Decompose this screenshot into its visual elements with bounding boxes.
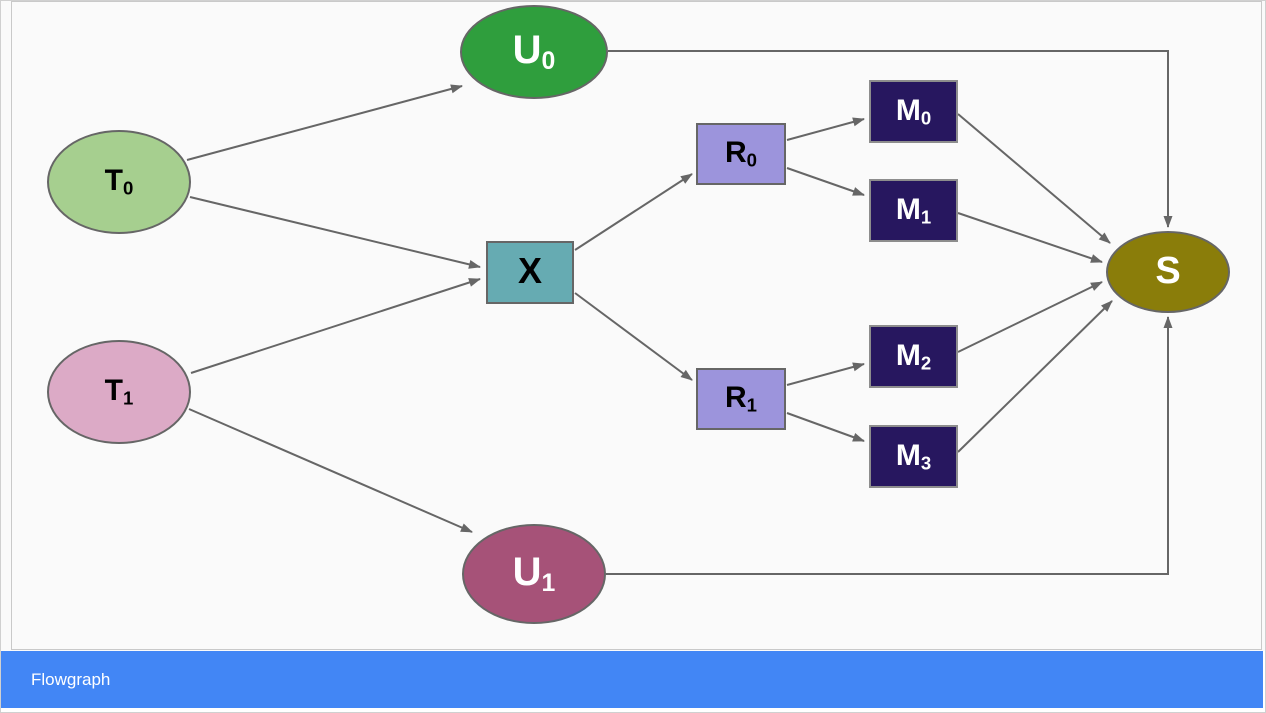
node-M3: M3 xyxy=(869,425,958,488)
node-M1-sub: 1 xyxy=(920,206,932,228)
node-S-label: S xyxy=(1155,250,1180,295)
node-M1-label: M1 xyxy=(896,193,931,229)
node-T1-sub: 1 xyxy=(122,387,134,409)
node-S-base: S xyxy=(1155,249,1181,292)
edge-X-R1 xyxy=(574,292,693,381)
node-M2-label: M2 xyxy=(896,339,931,375)
node-M3-base: M xyxy=(895,438,921,472)
node-M2-base: M xyxy=(895,338,921,372)
edge-R1-M2 xyxy=(786,362,865,386)
node-R0-label: R0 xyxy=(725,136,757,172)
edge-U1-S xyxy=(606,316,1173,575)
node-R1-base: R xyxy=(724,381,747,415)
edge-T0-U0 xyxy=(186,84,463,161)
node-S: S xyxy=(1106,231,1230,313)
edge-R0-M0 xyxy=(786,117,865,141)
node-U0-base: U xyxy=(512,27,542,72)
footer-bar[interactable]: Flowgraph xyxy=(1,651,1263,708)
node-T0-label: T0 xyxy=(105,164,134,200)
node-U0-sub: 0 xyxy=(541,48,556,76)
edge-M1-S xyxy=(957,212,1103,263)
node-U1: U1 xyxy=(462,524,606,624)
node-T1-base: T xyxy=(104,374,123,408)
node-M0-sub: 0 xyxy=(920,107,932,129)
node-M3-sub: 3 xyxy=(920,452,932,474)
node-R1: R1 xyxy=(696,368,786,430)
node-M0-base: M xyxy=(895,93,921,127)
node-T1-label: T1 xyxy=(105,374,134,410)
diagram-canvas: T0 T1 U0 U1 X R0 R1 M0 M1 M2 M3 xyxy=(1,1,1265,651)
node-T1: T1 xyxy=(47,340,191,444)
node-U1-label: U1 xyxy=(513,550,556,598)
node-R1-label: R1 xyxy=(725,381,757,417)
node-R0: R0 xyxy=(696,123,786,185)
bottom-strip xyxy=(1,708,1265,712)
node-M0: M0 xyxy=(869,80,958,143)
node-U0: U0 xyxy=(460,5,608,99)
edge-R0-M1 xyxy=(786,167,865,196)
node-R1-sub: 1 xyxy=(746,394,757,416)
node-M0-label: M0 xyxy=(896,94,931,130)
edge-U0-S xyxy=(608,50,1173,228)
edge-M0-S xyxy=(957,113,1111,244)
node-R0-sub: 0 xyxy=(746,149,757,171)
edge-T1-X xyxy=(190,278,481,374)
edge-X-R0 xyxy=(574,173,693,251)
edge-M3-S xyxy=(957,300,1113,453)
node-X: X xyxy=(486,241,574,304)
node-M2-sub: 2 xyxy=(920,352,932,374)
edge-T1-U1 xyxy=(188,408,473,533)
node-X-label: X xyxy=(518,250,542,295)
node-T0: T0 xyxy=(47,130,191,234)
node-X-base: X xyxy=(517,250,542,292)
node-M3-label: M3 xyxy=(896,439,931,475)
edge-M2-S xyxy=(957,281,1103,353)
node-M2: M2 xyxy=(869,325,958,388)
node-T0-sub: 0 xyxy=(122,177,134,199)
node-R0-base: R xyxy=(724,136,747,170)
node-U1-base: U xyxy=(512,549,542,594)
edge-R1-M3 xyxy=(786,412,865,442)
edge-T0-X xyxy=(189,196,481,269)
node-U1-sub: 1 xyxy=(541,570,556,598)
node-T0-base: T xyxy=(104,164,123,198)
footer-label: Flowgraph xyxy=(31,669,111,689)
edges-layer xyxy=(186,50,1173,575)
node-M1: M1 xyxy=(869,179,958,242)
node-M1-base: M xyxy=(895,192,921,226)
node-U0-label: U0 xyxy=(513,28,556,76)
